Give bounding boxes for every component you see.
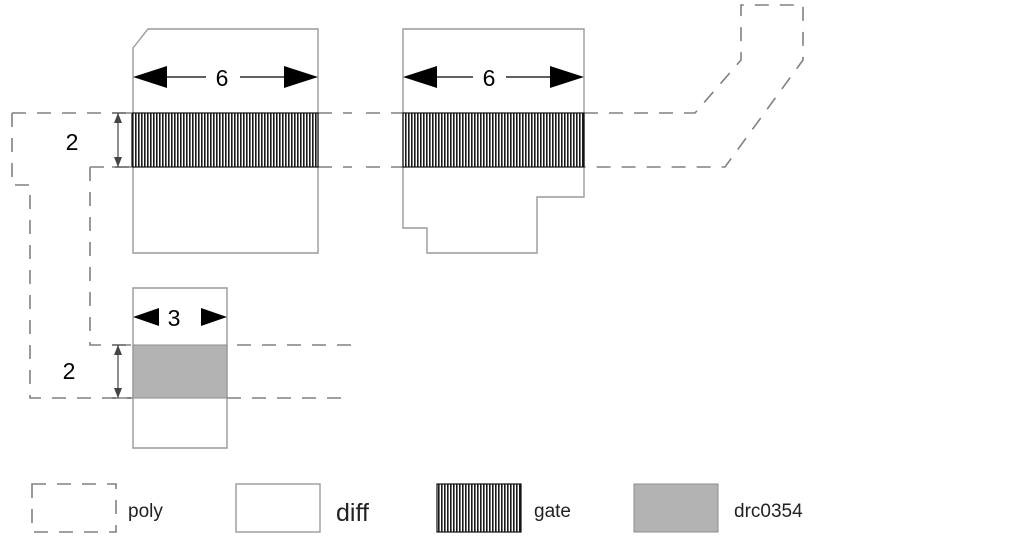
legend-item-drc0354: drc0354: [633, 483, 803, 533]
legend-label-poly: poly: [128, 501, 163, 522]
gate-swatch-icon: [436, 483, 522, 533]
legend-item-gate: gate: [436, 483, 571, 533]
dimension-annotations: 6 2 6 3: [63, 65, 584, 399]
legend-label-gate: gate: [534, 501, 571, 522]
dimension-width-right-label: 6: [483, 65, 496, 91]
poly-shapes: [11, 4, 804, 399]
dimension-width-drc: 3: [133, 305, 227, 331]
gate-band-left: [131, 112, 319, 168]
poly-mid-segment-b: [366, 112, 403, 168]
dimension-height-left-label: 2: [66, 129, 79, 155]
drc0354-swatch-icon: [633, 483, 719, 533]
poly-mid-segment-a: [318, 112, 352, 168]
legend-item-diff: diff: [235, 483, 369, 533]
dimension-height-drc: 2: [63, 344, 131, 399]
legend-item-poly: poly: [31, 483, 163, 533]
dimension-height-drc-label: 2: [63, 358, 76, 384]
legend-label-drc0354: drc0354: [734, 501, 803, 522]
dimension-width-drc-label: 3: [168, 305, 181, 331]
drc0354-marker: [132, 344, 228, 399]
dimension-width-right: 6: [403, 65, 584, 91]
dimension-height-left: 2: [66, 112, 131, 168]
legend-label-diff: diff: [336, 499, 369, 527]
dimension-width-left: 6: [133, 65, 318, 91]
poly-left-region: [11, 112, 352, 399]
poly-swatch-icon: [31, 483, 117, 533]
gate-band-right: [402, 112, 585, 168]
legend: poly diff gate drc0354: [31, 483, 803, 533]
diff-swatch-icon: [235, 483, 321, 533]
gate-shapes: [131, 112, 585, 168]
poly-right-band: [584, 4, 804, 168]
dimension-width-left-label: 6: [216, 65, 229, 91]
